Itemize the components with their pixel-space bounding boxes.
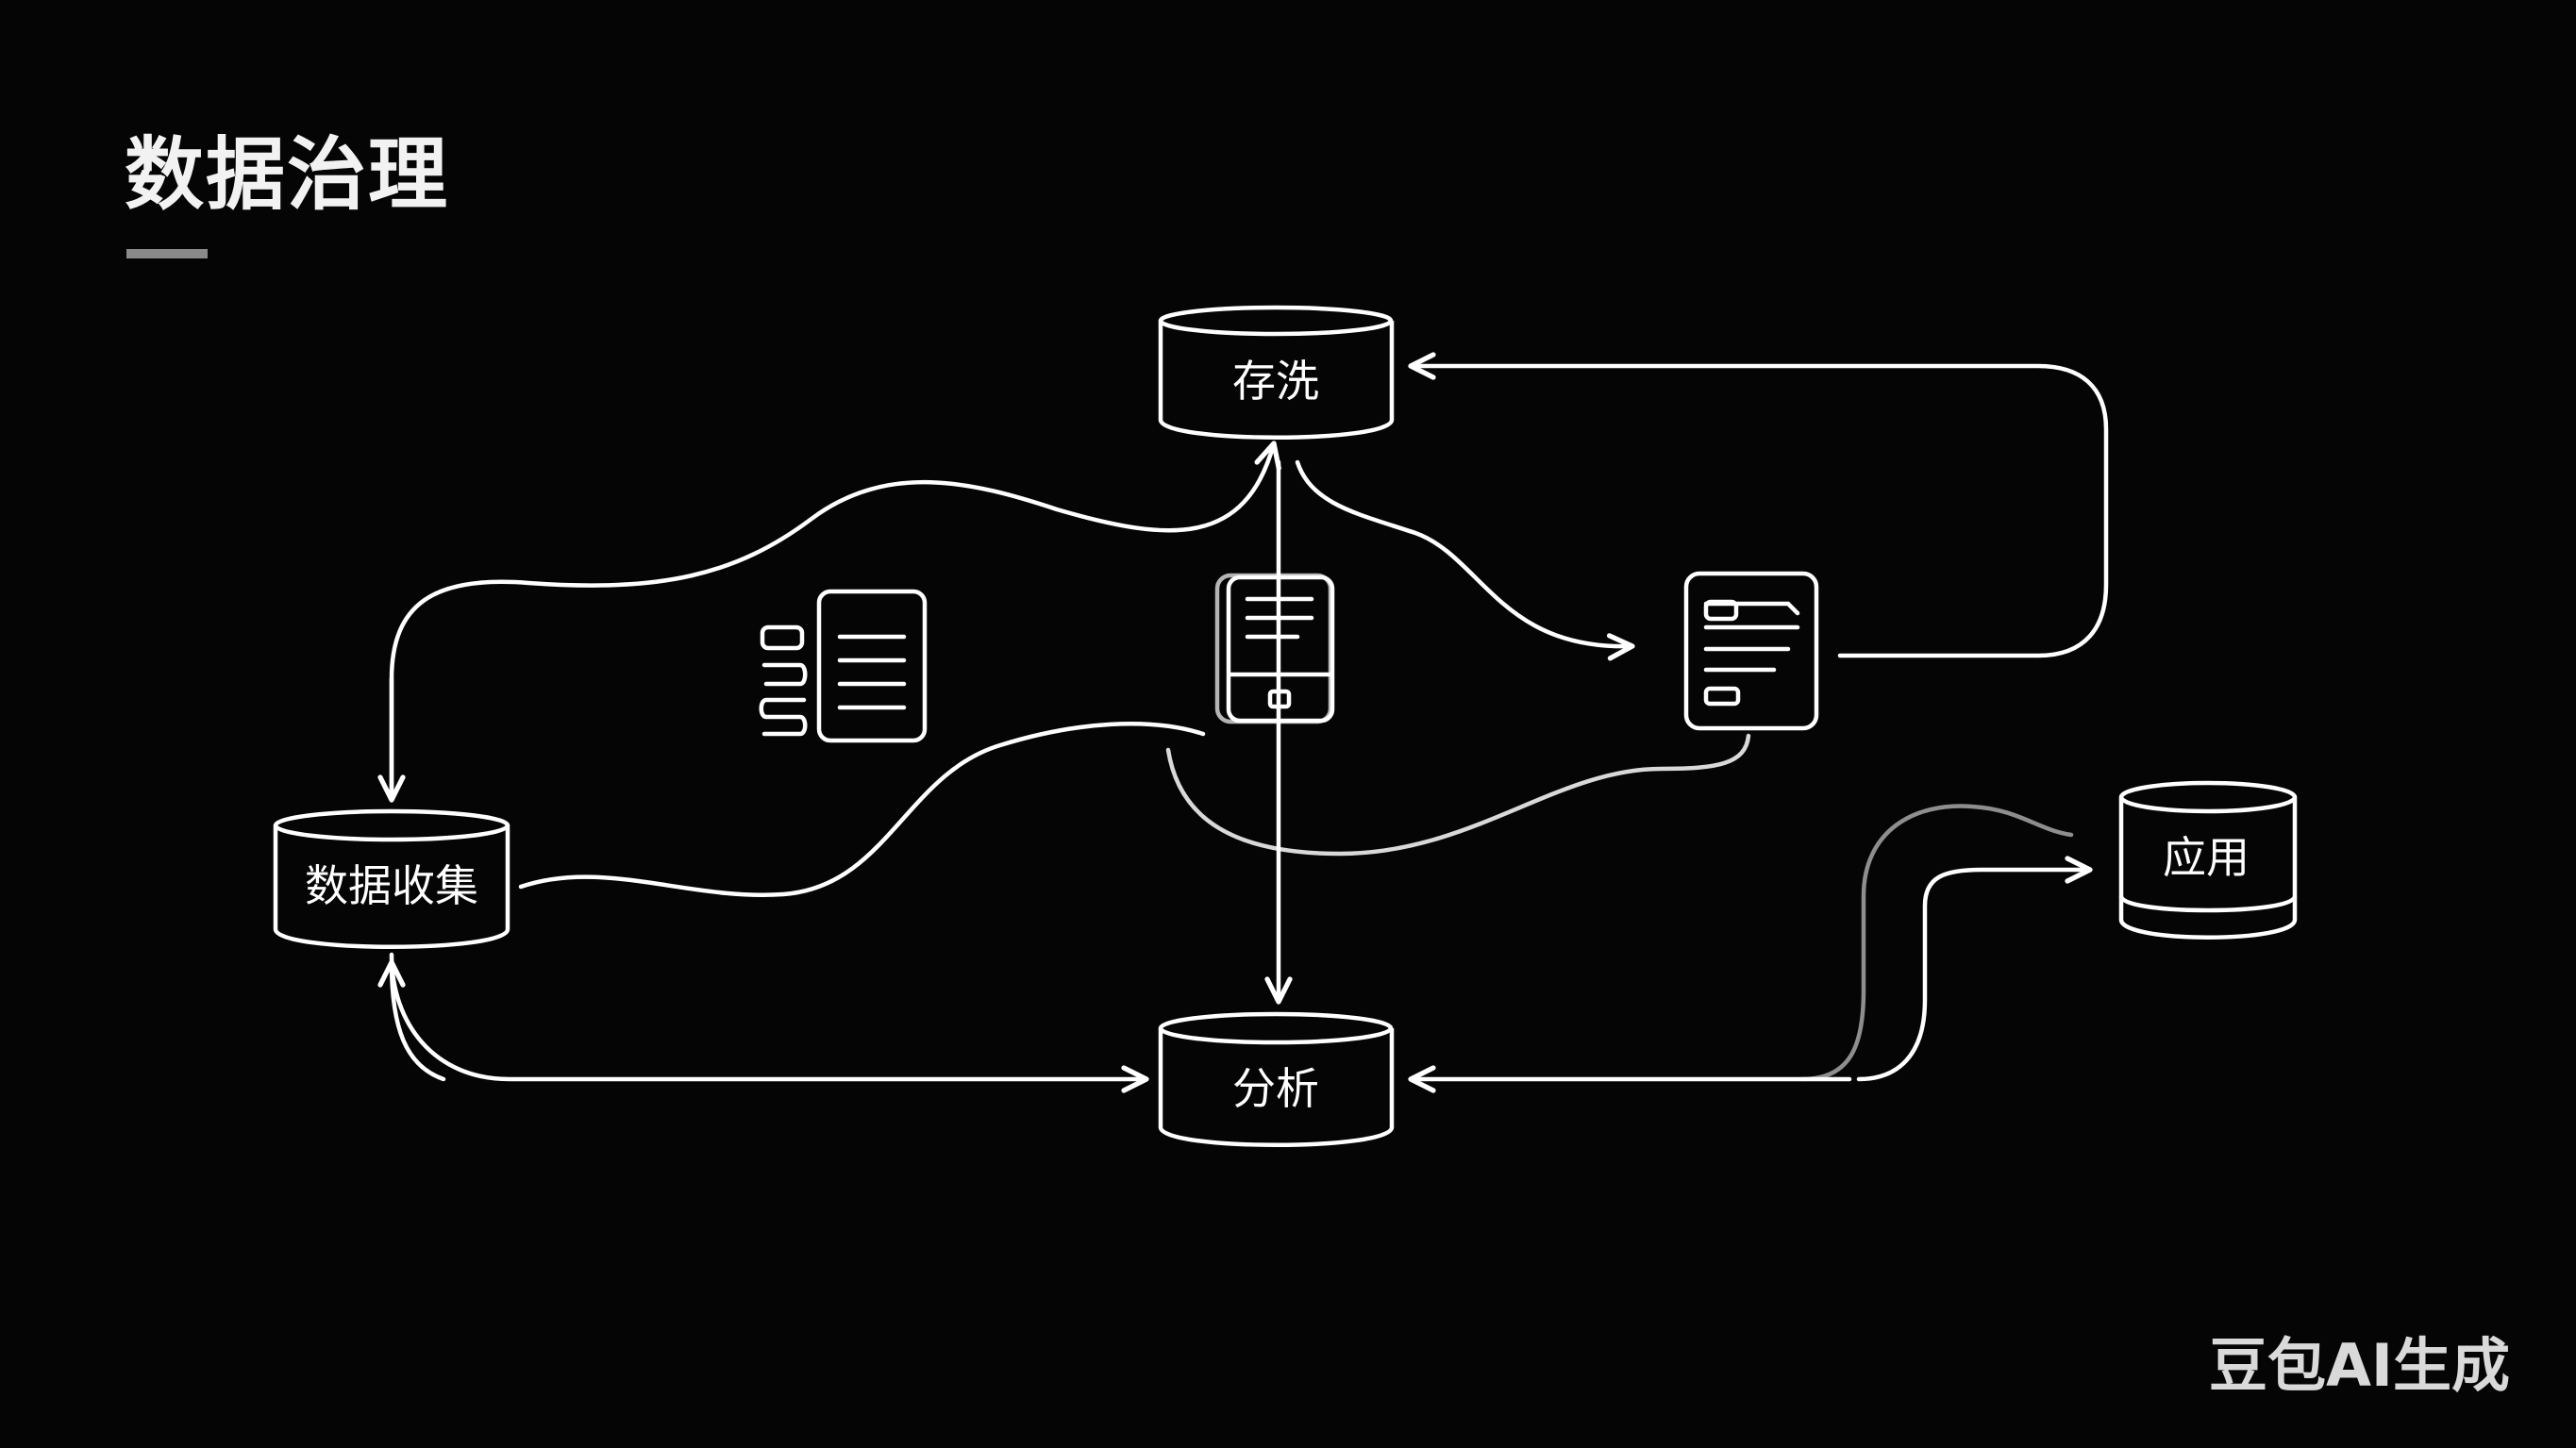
tablet-device-icon bbox=[1214, 573, 1335, 724]
edge-store-to-form bbox=[1295, 459, 1635, 661]
node-analyze: 分析 bbox=[1158, 1011, 1395, 1147]
node-collect: 数据收集 bbox=[273, 808, 510, 949]
edge-apply-to-analyze bbox=[1856, 856, 2093, 1082]
form-document-icon bbox=[1683, 571, 1819, 731]
edge-faded-branch bbox=[1799, 804, 2074, 1082]
list-document-icon bbox=[759, 589, 928, 743]
node-collect-label: 数据收集 bbox=[305, 860, 478, 911]
edge-collect-analyze bbox=[389, 952, 1149, 1093]
edge-collect-to-middle bbox=[518, 721, 1206, 897]
title-underline bbox=[126, 249, 208, 258]
node-store-wash: 存洗 bbox=[1158, 305, 1395, 440]
node-apply: 应用 bbox=[2118, 780, 2298, 940]
node-analyze-label: 分析 bbox=[1232, 1063, 1319, 1114]
page-title: 数据治理 bbox=[125, 128, 450, 221]
node-store-wash-label: 存洗 bbox=[1232, 356, 1319, 407]
node-apply-label: 应用 bbox=[2163, 832, 2250, 883]
edge-form-to-store bbox=[1408, 352, 2109, 658]
edge-analyze-collect bbox=[377, 959, 446, 1082]
watermark: 豆包AI生成 bbox=[2208, 1331, 2510, 1400]
edge-collect-to-store bbox=[389, 441, 1281, 803]
edge-middle-to-form bbox=[1165, 733, 1751, 857]
